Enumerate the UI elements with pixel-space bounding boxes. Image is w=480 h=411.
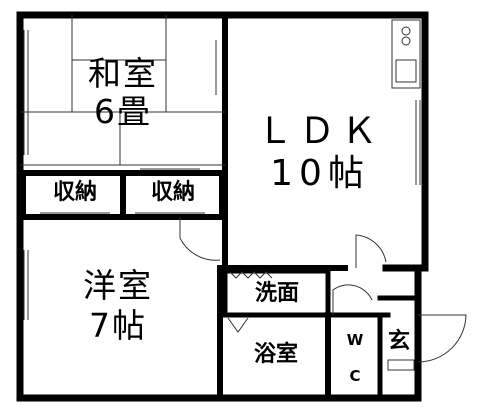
- washroom-wave: [229, 271, 273, 279]
- door-swing: [332, 284, 373, 315]
- storage-left-label: 収納: [52, 180, 97, 205]
- door-swing: [417, 314, 467, 363]
- toilet-label-w: W: [346, 331, 364, 349]
- washitsu-label: 和室: [88, 54, 158, 93]
- yoshitsu-size: 7帖: [89, 306, 147, 345]
- washitsu-size: 6畳: [94, 92, 152, 131]
- ldk-label: ＬＤＫ: [256, 111, 383, 152]
- kitchen-counter: [391, 19, 421, 89]
- stove-burner: [401, 26, 411, 36]
- bath-door-mark: [227, 317, 249, 333]
- door-swing: [355, 234, 387, 268]
- ldk-size: 10帖: [270, 153, 370, 194]
- washroom-wall: [222, 268, 331, 318]
- washroom-label: 洗面: [254, 281, 299, 306]
- storage-right-label: 収納: [150, 180, 195, 205]
- stove-burner: [401, 36, 411, 46]
- sink: [395, 59, 417, 83]
- entrance-step: [387, 359, 415, 371]
- door-swing: [179, 217, 221, 261]
- toilet-label-c: C: [349, 367, 361, 385]
- entrance-label: 玄: [387, 329, 410, 354]
- bathroom-label: 浴室: [253, 342, 298, 367]
- yoshitsu-label: 洋室: [83, 266, 153, 305]
